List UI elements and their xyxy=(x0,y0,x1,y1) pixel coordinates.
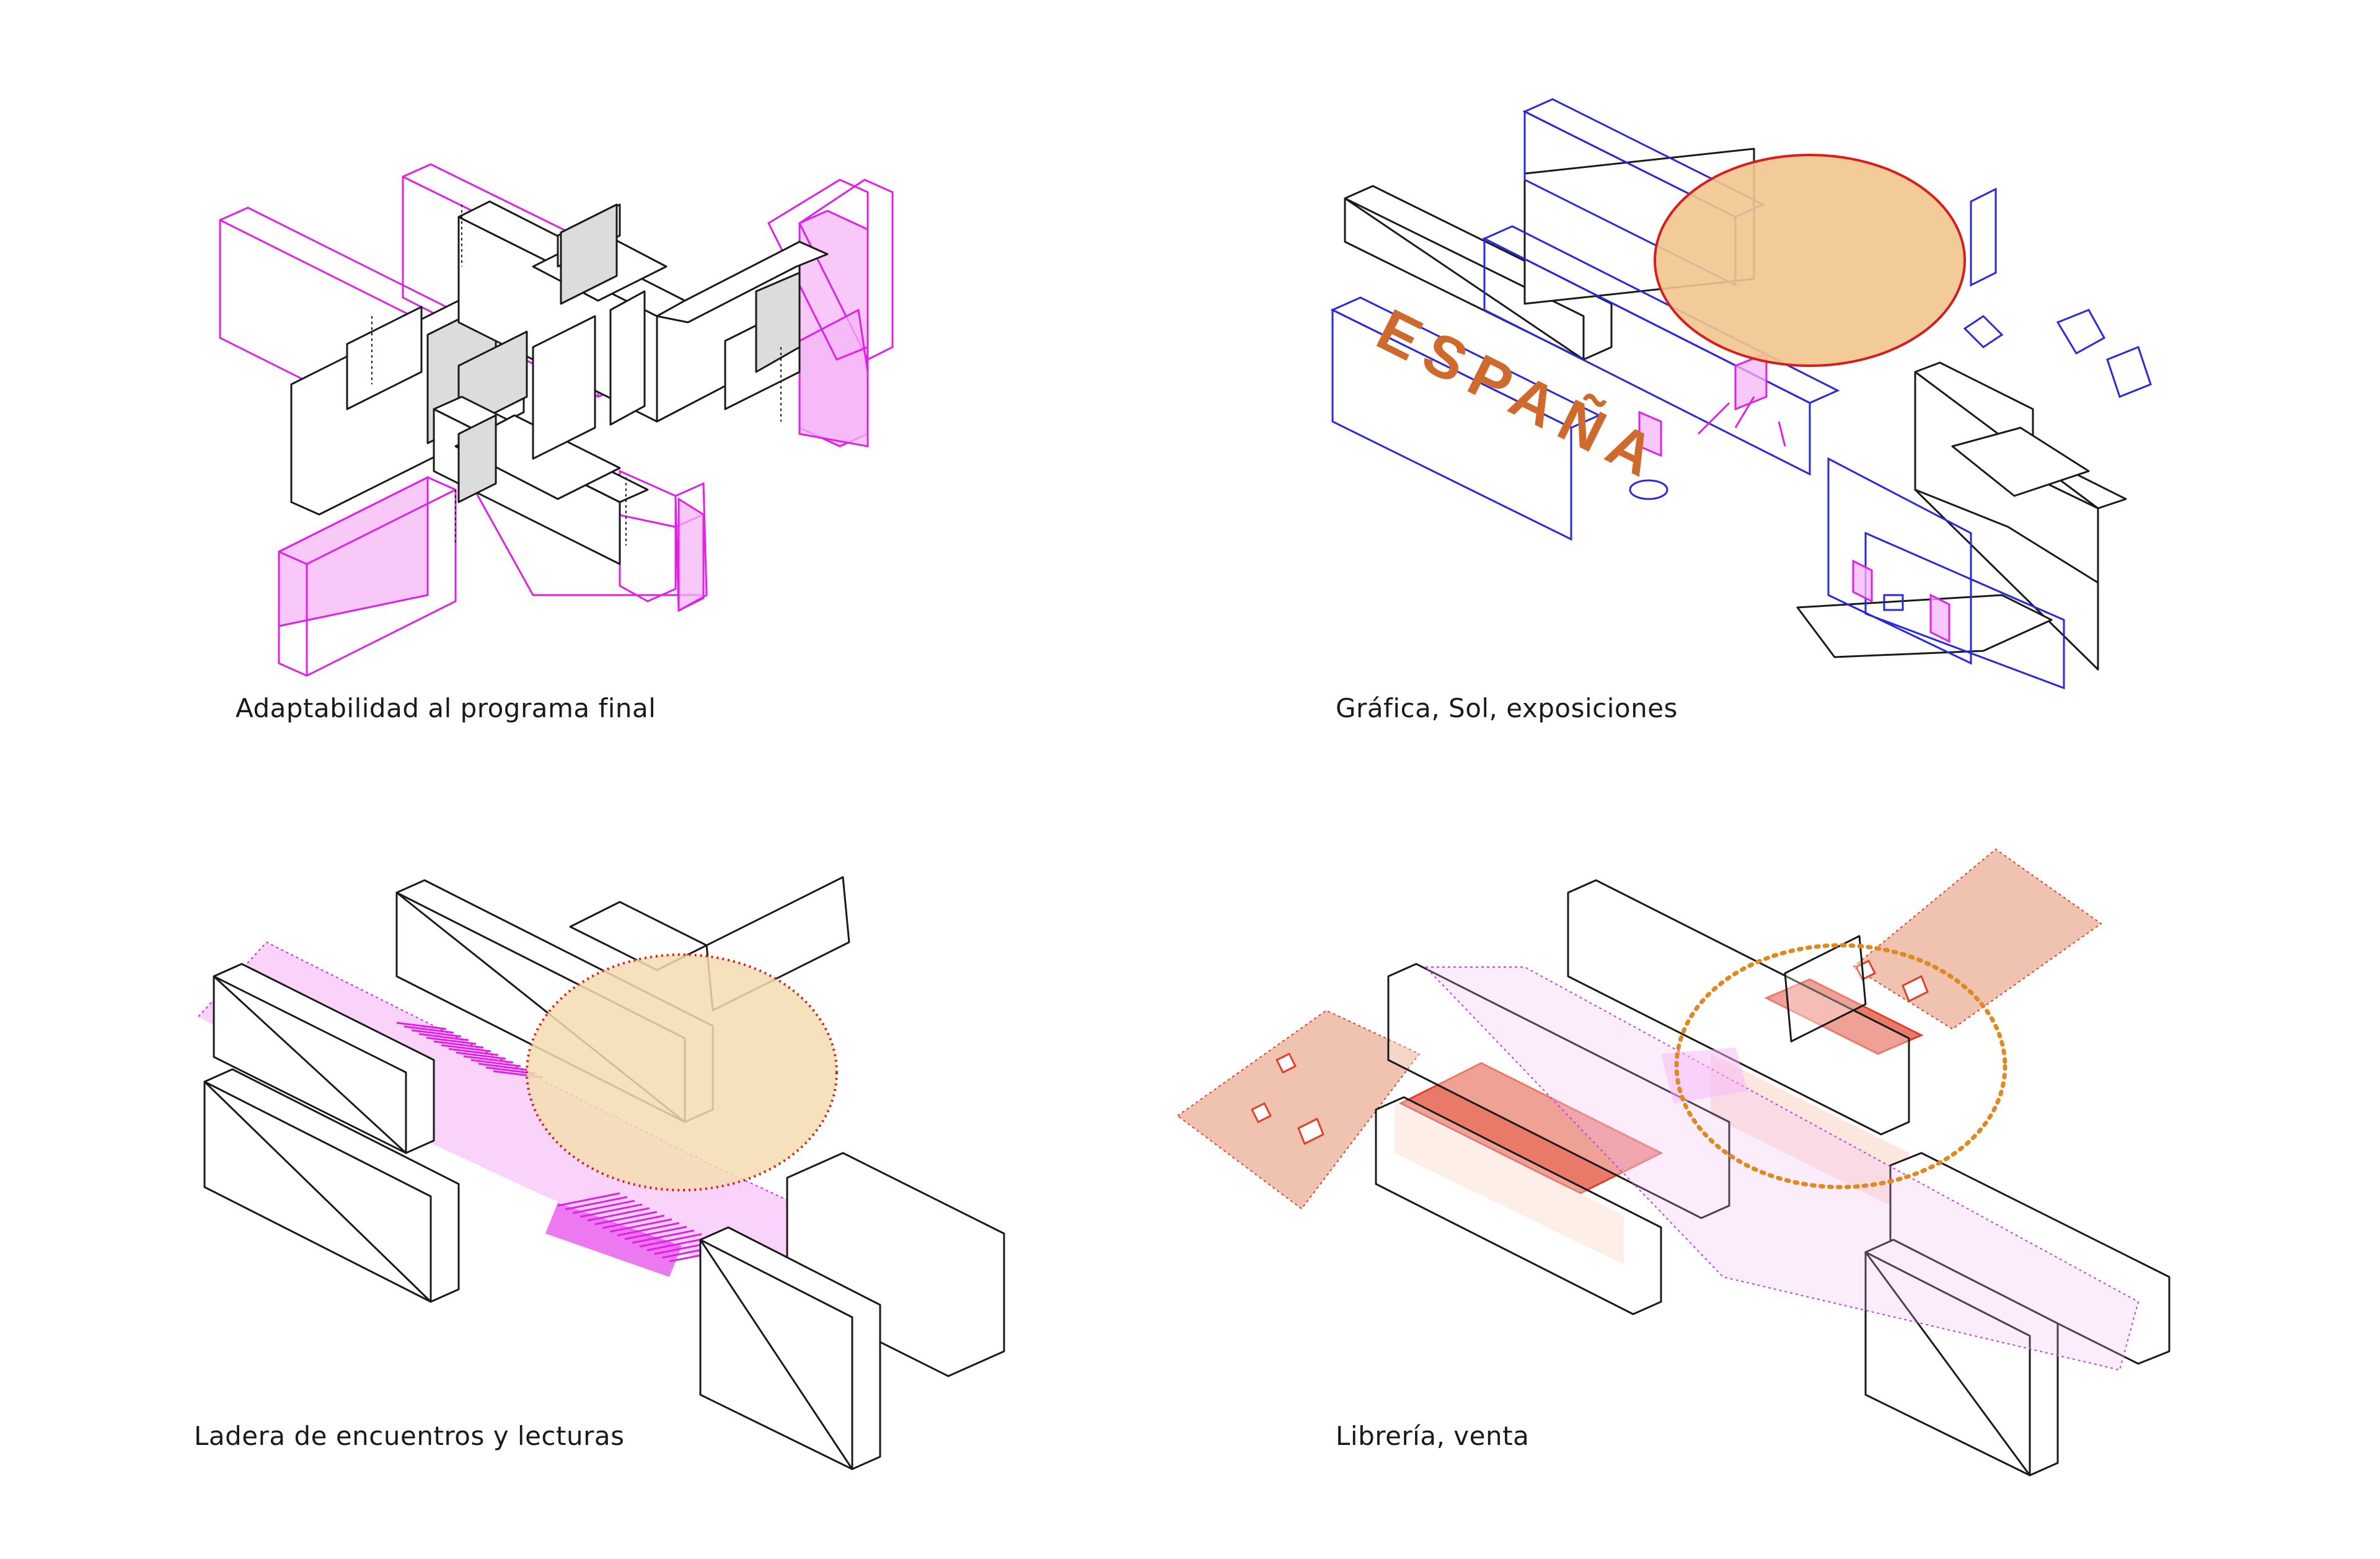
hatch-line xyxy=(448,1048,499,1056)
caption-bookshop: Librería, venta xyxy=(1336,1421,1530,1451)
sun-circle-3 xyxy=(526,953,838,1191)
orange-dotted-circle xyxy=(1674,943,2008,1190)
hatch-line xyxy=(609,1218,672,1233)
hatch-line xyxy=(396,1022,447,1030)
caption-graphics: Gráfica, Sol, exposiciones xyxy=(1336,693,1678,723)
hatch-line xyxy=(403,1025,454,1034)
hatch-line xyxy=(426,1036,477,1045)
panel-slope-drawing xyxy=(198,876,1005,1470)
sun-rays xyxy=(1697,396,1786,447)
panel-adaptability-drawing xyxy=(219,163,894,677)
hidden-lines xyxy=(371,205,782,545)
magenta-rects-2 xyxy=(1638,351,1950,643)
hatch-line xyxy=(411,1029,462,1038)
hatch-line xyxy=(470,1059,521,1067)
salmon-planes xyxy=(1176,848,2102,1265)
hatch-line xyxy=(594,1211,658,1226)
black-structure-4 xyxy=(1375,879,2171,1477)
hatch-line xyxy=(639,1233,702,1248)
sun-circle xyxy=(1654,154,1966,367)
hatch-line xyxy=(463,1055,514,1064)
red-boxes xyxy=(1250,959,1929,1146)
panel-graphics-drawing: ESPAÑA xyxy=(1330,98,2152,690)
blue-dotted-panels xyxy=(1330,98,2152,690)
hatch-line xyxy=(557,1192,620,1207)
hatch-line xyxy=(632,1229,695,1244)
hatch-line xyxy=(646,1237,710,1252)
panel-bookshop-drawing xyxy=(1176,848,2171,1477)
hatch-line xyxy=(624,1226,687,1240)
caption-slope: Ladera de encuentros y lecturas xyxy=(194,1421,625,1451)
hatch-line xyxy=(433,1040,484,1049)
black-structure-2 xyxy=(1344,148,2127,671)
hatch-line xyxy=(587,1207,650,1222)
hatch-lines xyxy=(396,1022,732,1263)
hatch-line xyxy=(441,1044,491,1053)
hatch-line xyxy=(456,1051,506,1060)
hatch-line xyxy=(602,1214,665,1229)
caption-adaptability: Adaptabilidad al programa final xyxy=(236,693,656,723)
hatch-line xyxy=(572,1199,635,1214)
hatch-line xyxy=(580,1203,643,1218)
hatch-line xyxy=(418,1033,469,1041)
magenta-extensions xyxy=(219,163,894,677)
hatch-line xyxy=(478,1062,529,1071)
purple-slope xyxy=(1424,966,2140,1371)
black-structure xyxy=(290,200,829,565)
hatch-line xyxy=(617,1222,680,1237)
hatch-line xyxy=(565,1196,628,1211)
